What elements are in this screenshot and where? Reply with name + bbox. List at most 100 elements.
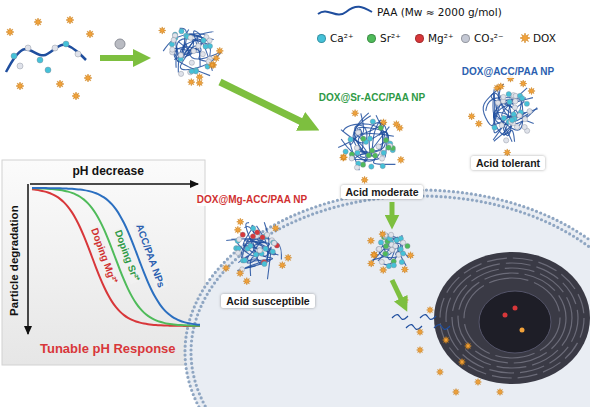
er-fold [440,258,584,378]
legend-item: Sr²⁺ [367,32,401,44]
ion [495,100,500,105]
chart-curves [32,188,200,326]
ion-ball [115,39,125,49]
paa-chain [180,29,221,69]
ion [522,124,527,129]
ion [492,125,497,130]
dox-molecule [159,27,166,34]
dox-molecule [497,83,504,90]
ion [200,52,205,57]
dox-molecule [437,369,444,376]
ion [384,252,389,257]
dox-molecule [397,156,404,163]
ion [513,99,518,104]
paa-chain [496,96,514,142]
ion [52,45,58,51]
paa-chain [241,243,271,279]
dox-molecule [72,92,80,100]
ion [189,69,194,74]
ion [391,263,396,268]
legend-text: Mg²⁺ [428,32,453,44]
ion [354,165,359,170]
ion [171,37,176,42]
dox-molecule [86,30,94,38]
er-fold [458,273,566,363]
particle-name: DOX@Sr-ACC/PAA NP [319,92,425,104]
paa-chain [177,39,213,71]
ion [517,113,522,118]
ion [253,252,258,257]
dox-molecule [393,121,400,128]
dox-molecule [66,16,74,24]
ion [272,240,277,245]
ion [514,125,519,130]
ion [63,41,69,47]
ion [45,67,51,73]
paa-chain [372,235,402,260]
ion [348,137,353,142]
ion [380,163,385,168]
nucleus-dot [503,313,508,318]
ion [381,150,386,155]
ion [386,145,391,150]
dox-molecule [272,225,279,232]
ion [376,247,381,252]
axis-label: Particle degradation [7,205,20,316]
dox-molecule [234,226,241,233]
legend-text: PAA (Mw ≈ 2000 g/mol) [377,6,502,18]
released-content [392,297,503,396]
ion [405,243,410,248]
ion [520,96,525,101]
dox-molecule [407,252,414,259]
ion [383,251,388,256]
legend-swatch [367,34,376,43]
ion [262,261,267,266]
ion [349,156,354,161]
nucleus-dot [520,328,525,333]
dox-molecule [237,218,244,225]
paa-chain [491,93,533,141]
nanoparticle [338,110,404,184]
chart-panel [2,160,205,365]
paa-line-sample [318,7,372,15]
ion [376,144,381,149]
paa-chain [244,226,275,254]
ion [263,246,268,251]
dox-molecule [475,120,482,127]
ion [369,148,374,153]
legend-text: Ca²⁺ [330,32,354,44]
dox-molecule [497,389,504,396]
dox-molecule [222,265,229,272]
paa-chain [392,315,408,320]
dox-molecule [417,329,424,336]
ion [196,43,201,48]
ion [393,243,398,248]
ion [400,251,405,256]
ion [388,232,393,237]
acid-response: Acid susceptible [221,294,314,308]
dox-molecule [468,113,475,120]
cytoplasm [185,190,590,407]
ion [257,248,262,253]
legend-item: DOX [533,32,556,44]
nanoparticle [222,218,291,285]
paa-chain [174,47,210,76]
ion [270,249,275,254]
ion [378,125,383,130]
ion [201,38,206,43]
ion [527,109,532,114]
dox-molecule [379,231,386,238]
ion [507,99,512,104]
dox-molecule [84,74,92,82]
ion [379,259,384,264]
ion [366,153,371,158]
ion [189,60,194,65]
ion [265,232,270,237]
legend-item: Ca²⁺ [317,32,354,44]
ion [25,45,31,51]
dox-molecule [465,343,472,350]
ion [499,123,504,128]
ion [386,263,391,268]
acid-response: Acid moderate [341,185,424,199]
